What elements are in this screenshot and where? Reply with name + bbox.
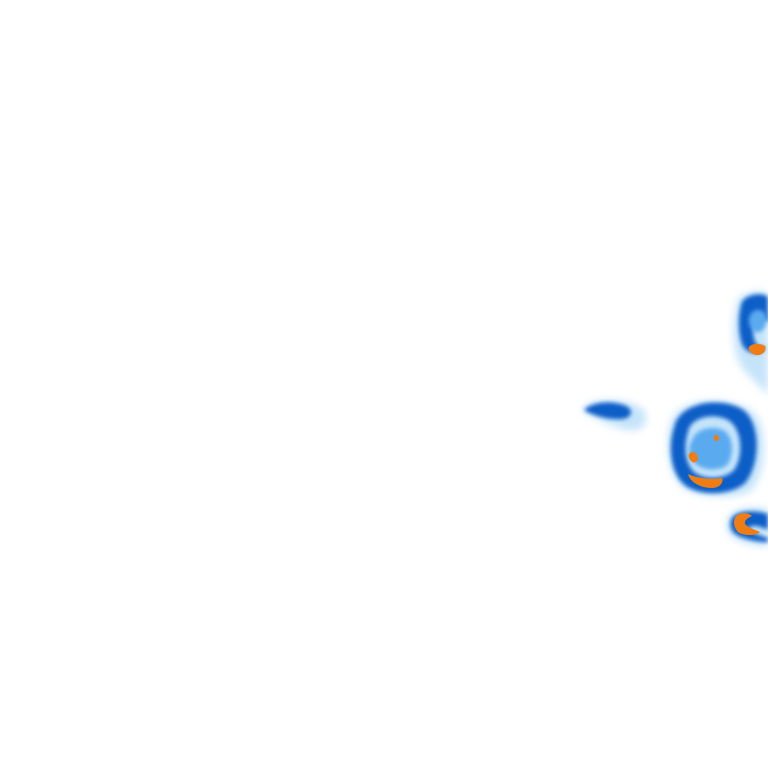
cell-west	[582, 400, 647, 431]
cell-north-east-medium	[748, 309, 767, 333]
cell-south-east-core	[734, 513, 760, 535]
cell-north-east	[733, 291, 768, 395]
cell-west-heavy	[584, 402, 631, 420]
cell-central-core-large	[688, 474, 723, 488]
cell-central-medium	[689, 427, 732, 470]
cell-central-heavy-ring	[670, 402, 757, 494]
cell-south-east	[726, 507, 768, 546]
cell-central-core-dot	[714, 434, 719, 442]
cell-central	[668, 401, 764, 497]
cell-north-east-core	[748, 343, 766, 356]
cell-central-core-small	[688, 451, 698, 463]
